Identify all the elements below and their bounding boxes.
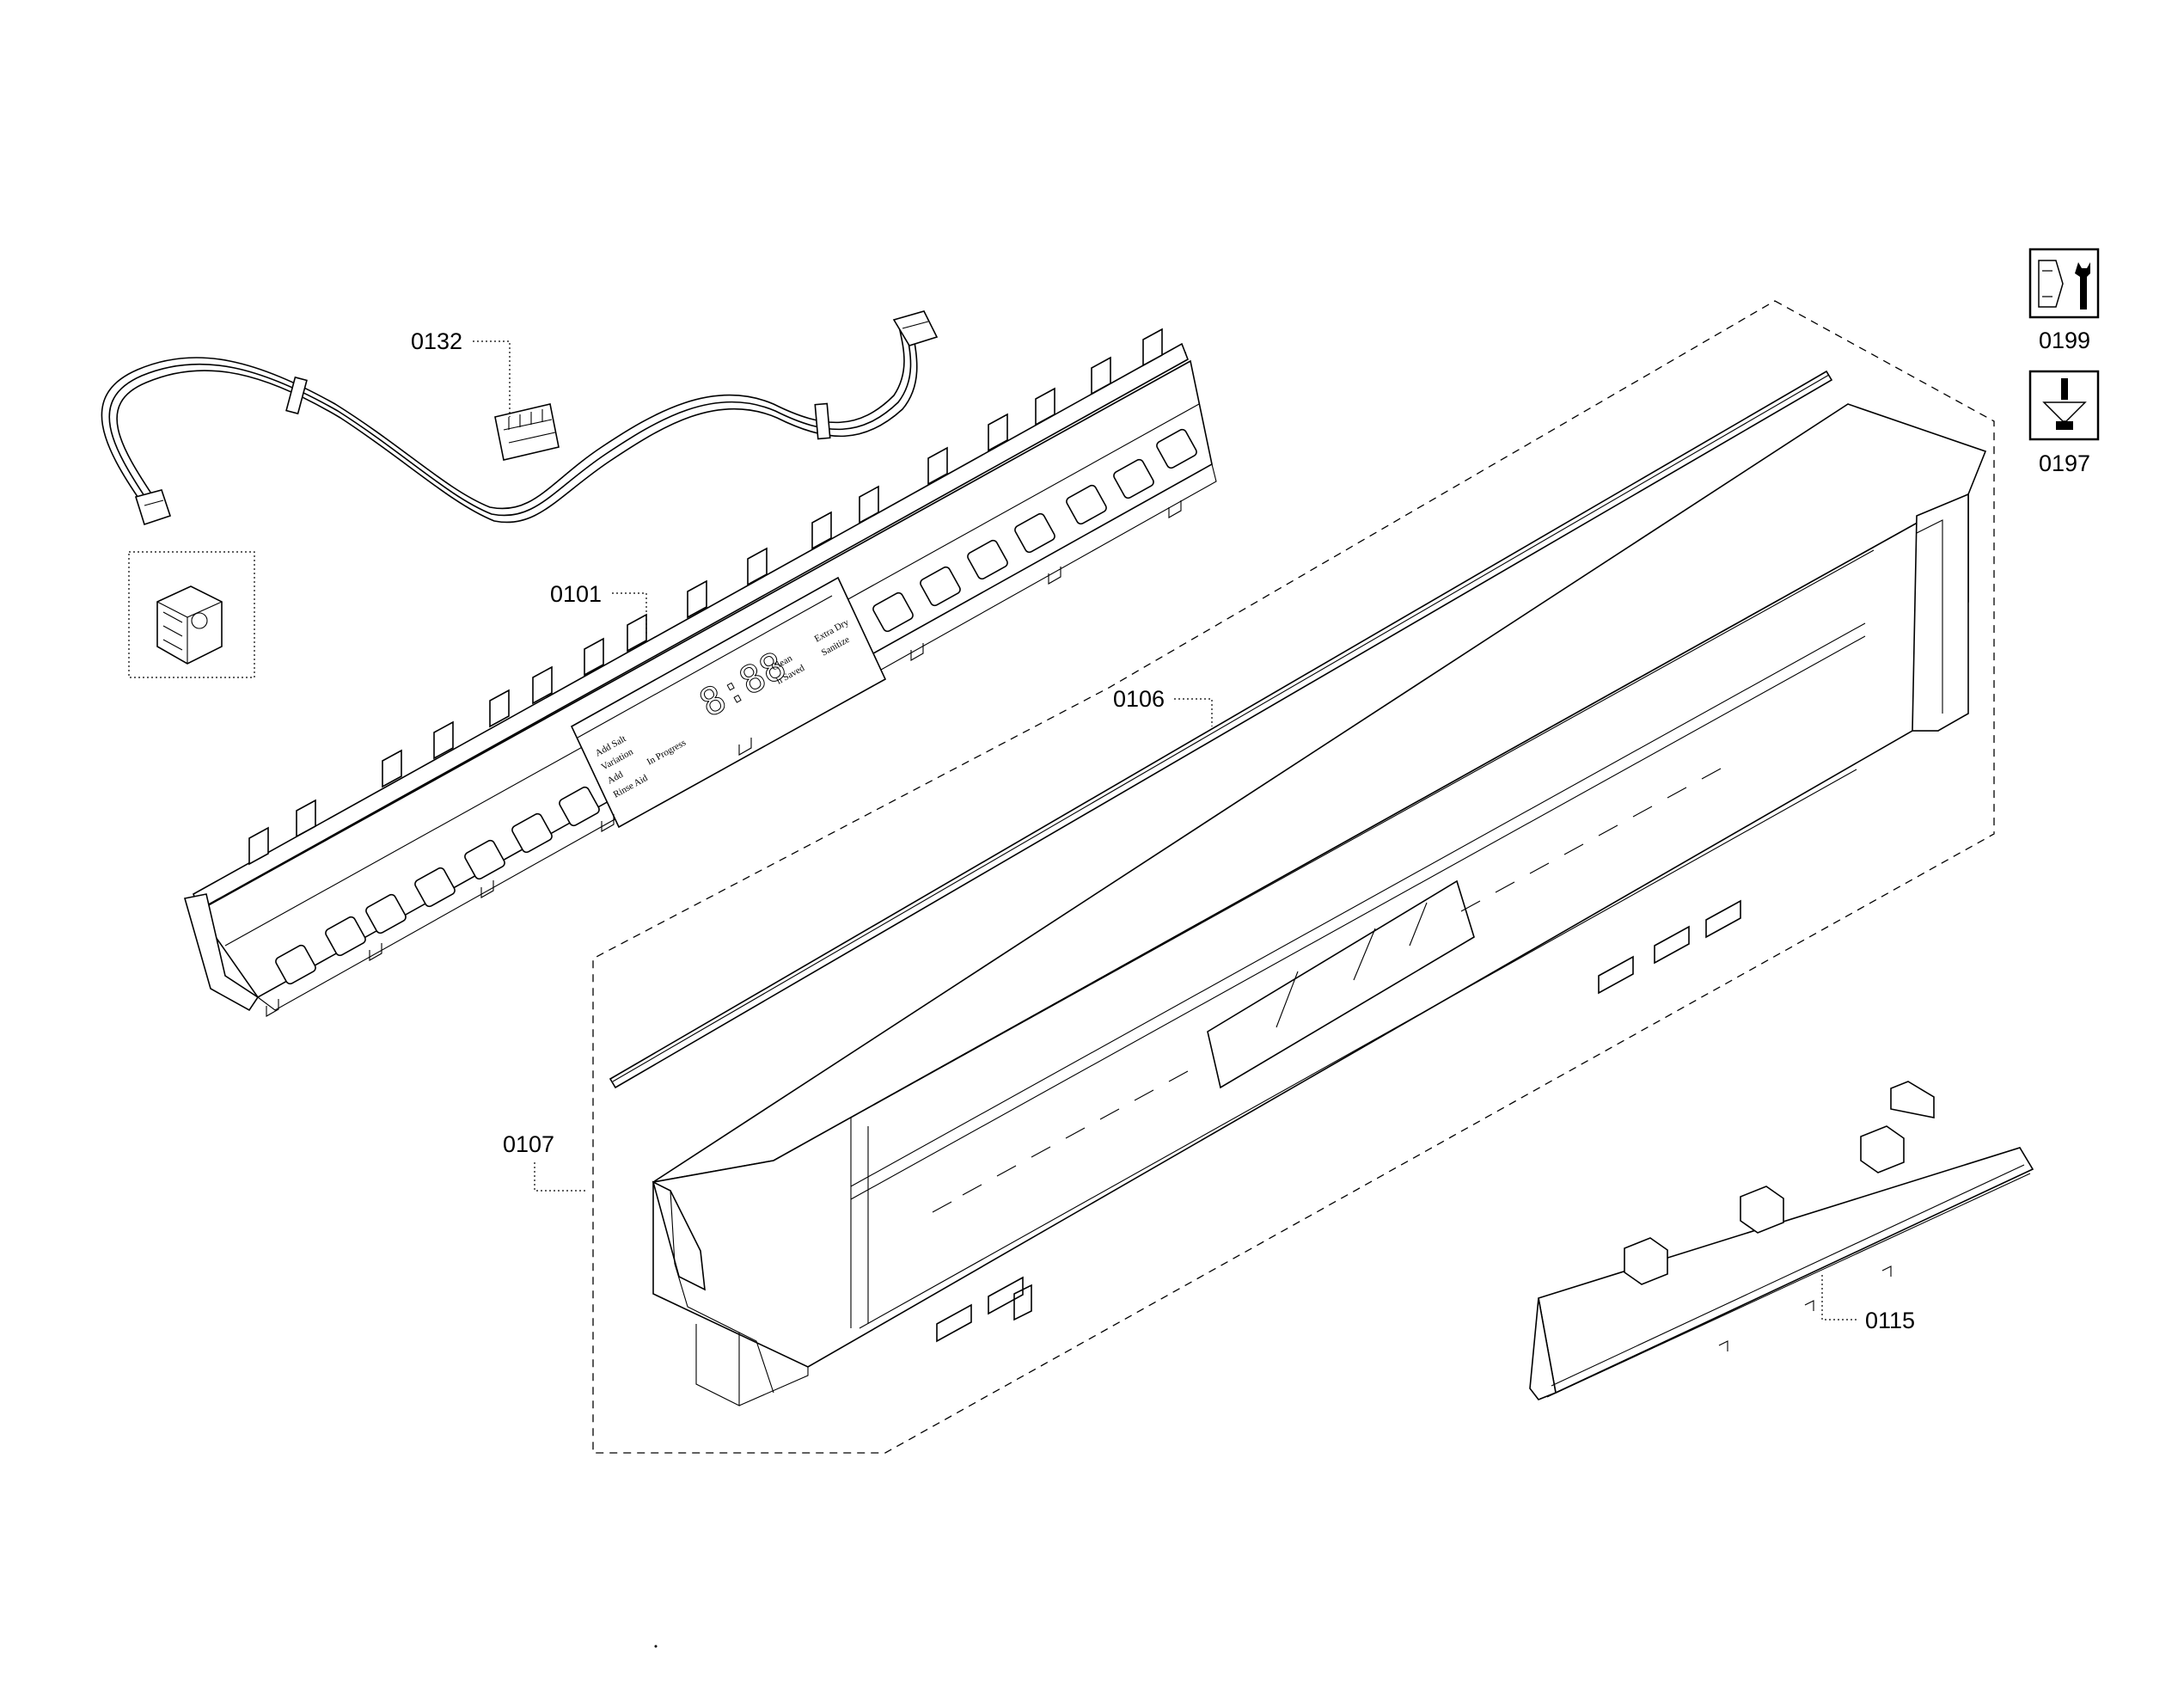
leader-0132 [473, 340, 511, 417]
part-label-0199: 0199 [2039, 328, 2090, 353]
panel-cover-0107 [652, 403, 1987, 1406]
part-label-0106: 0106 [1113, 686, 1165, 712]
panel-display-window: Add Salt Variation Add Rinse Aid In Prog… [570, 576, 887, 829]
part-label-0197: 0197 [2039, 450, 2090, 476]
leader-0106 [1174, 698, 1213, 726]
part-label-0115: 0115 [1865, 1308, 1915, 1333]
screw-icon [2028, 370, 2100, 441]
leader-0107 [534, 1162, 588, 1192]
seal-strip-0106 [609, 370, 1833, 1089]
part-label-0132: 0132 [411, 328, 462, 354]
control-panel-0101: Add Salt Variation Add Rinse Aid In Prog… [183, 328, 1217, 1017]
wrench-icon [2028, 248, 2100, 319]
wire-harness-0132 [101, 310, 939, 526]
part-label-0107: 0107 [503, 1131, 554, 1157]
leader-0101 [612, 592, 647, 636]
part-label-0101: 0101 [550, 581, 602, 607]
handle-cover-0115 [1529, 1081, 2034, 1400]
control-module-box [128, 551, 255, 678]
leader-0115 [1821, 1272, 1857, 1320]
assembly-boundary-0107 [592, 300, 1995, 1454]
